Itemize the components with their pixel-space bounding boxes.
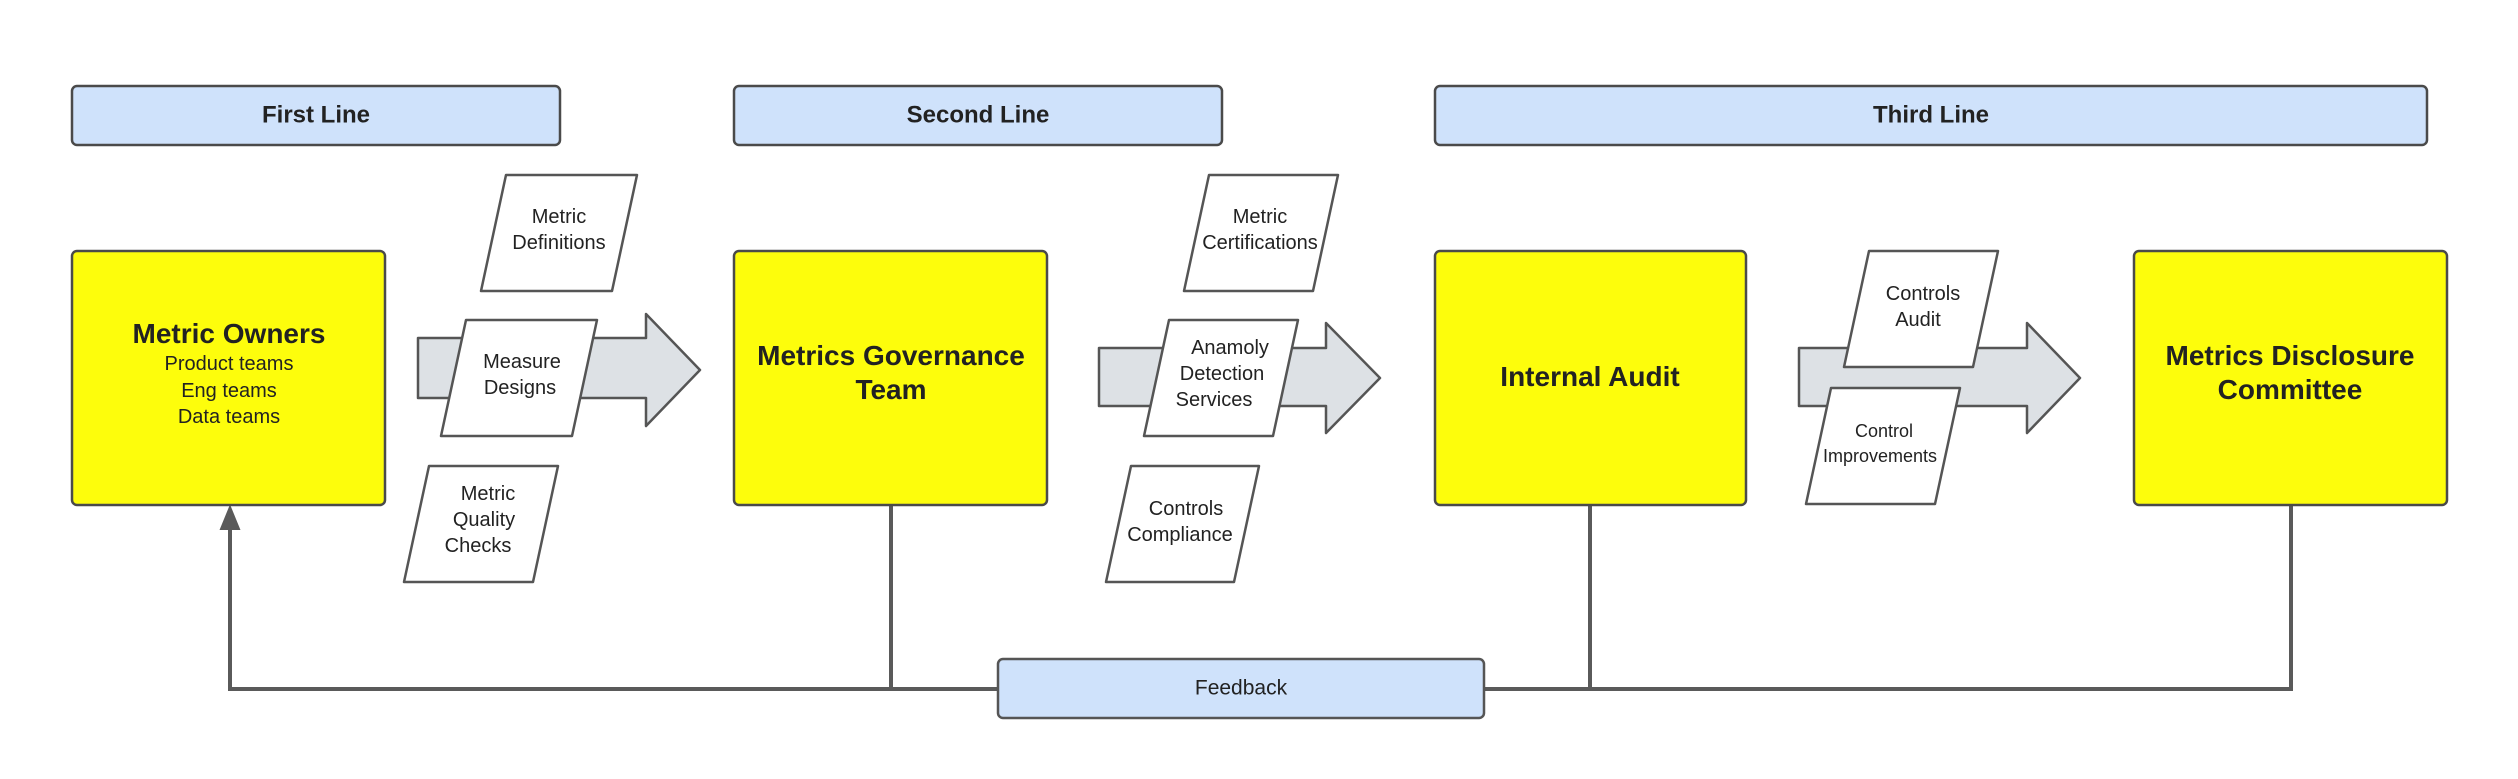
metric-certifications-line-1: Metric [1233,206,1287,228]
controls-compliance-line-1: Controls [1149,498,1223,520]
controls-compliance-line-2: Compliance [1127,524,1233,546]
header-third-line-label: Third Line [1873,101,1989,128]
feedback-box: Feedback [996,657,1486,720]
para-anomaly-detection: Anamoly Detection Services [1142,318,1300,438]
quality-checks-line-1: Metric [461,483,515,505]
para-controls-compliance: Controls Compliance [1104,464,1261,584]
box-internal-audit: Internal Audit [1433,249,1748,507]
anomaly-detection-line-2: Detection [1180,363,1265,385]
header-second-line-label: Second Line [907,101,1050,128]
metric-owners-line-2: Eng teams [181,380,277,402]
header-second-line: Second Line [732,84,1224,147]
feedback-label: Feedback [1195,677,1288,700]
governance-title-line-1: Metrics Governance [757,340,1025,371]
para-controls-audit: Controls Audit [1842,249,2000,369]
header-first-line-label: First Line [262,101,370,128]
metric-certifications-line-2: Certifications [1202,232,1318,254]
box-metric-owners: Metric Owners Product teams Eng teams Da… [70,249,387,507]
controls-audit-line-1: Controls [1886,283,1960,305]
para-measure-designs: Measure Designs [439,318,599,438]
feedback-arrowhead [219,504,241,530]
controls-audit-line-2: Audit [1895,309,1941,331]
anomaly-detection-line-3: Services [1176,389,1253,411]
committee-title-line-1: Metrics Disclosure [2166,340,2415,371]
metric-owners-line-1: Product teams [165,353,294,375]
measure-designs-line-2: Designs [484,377,556,399]
governance-title-line-2: Team [855,374,926,405]
control-improvements-line-1: Control [1855,421,1913,441]
para-metric-certifications: Metric Certifications [1182,173,1340,293]
header-first-line: First Line [70,84,562,147]
para-control-improvements: Control Improvements [1804,386,1962,506]
metric-definitions-line-2: Definitions [512,232,605,254]
para-metric-definitions: Metric Definitions [479,173,639,293]
control-improvements-line-2: Improvements [1823,446,1937,466]
box-metrics-governance-team: Metrics Governance Team [732,249,1049,507]
metric-definitions-line-1: Metric [532,206,586,228]
anomaly-detection-line-1: Anamoly [1191,337,1269,359]
committee-title-line-2: Committee [2218,374,2363,405]
header-third-line: Third Line [1433,84,2429,147]
metric-owners-line-3: Data teams [178,406,280,428]
quality-checks-line-2: Quality [453,509,515,531]
internal-audit-title: Internal Audit [1500,361,1679,392]
box-metrics-disclosure-committee: Metrics Disclosure Committee [2132,249,2449,507]
metric-owners-title: Metric Owners [133,318,326,349]
measure-designs-line-1: Measure [483,351,561,373]
quality-checks-line-3: Checks [445,535,512,557]
para-metric-quality-checks: Metric Quality Checks [402,464,560,584]
